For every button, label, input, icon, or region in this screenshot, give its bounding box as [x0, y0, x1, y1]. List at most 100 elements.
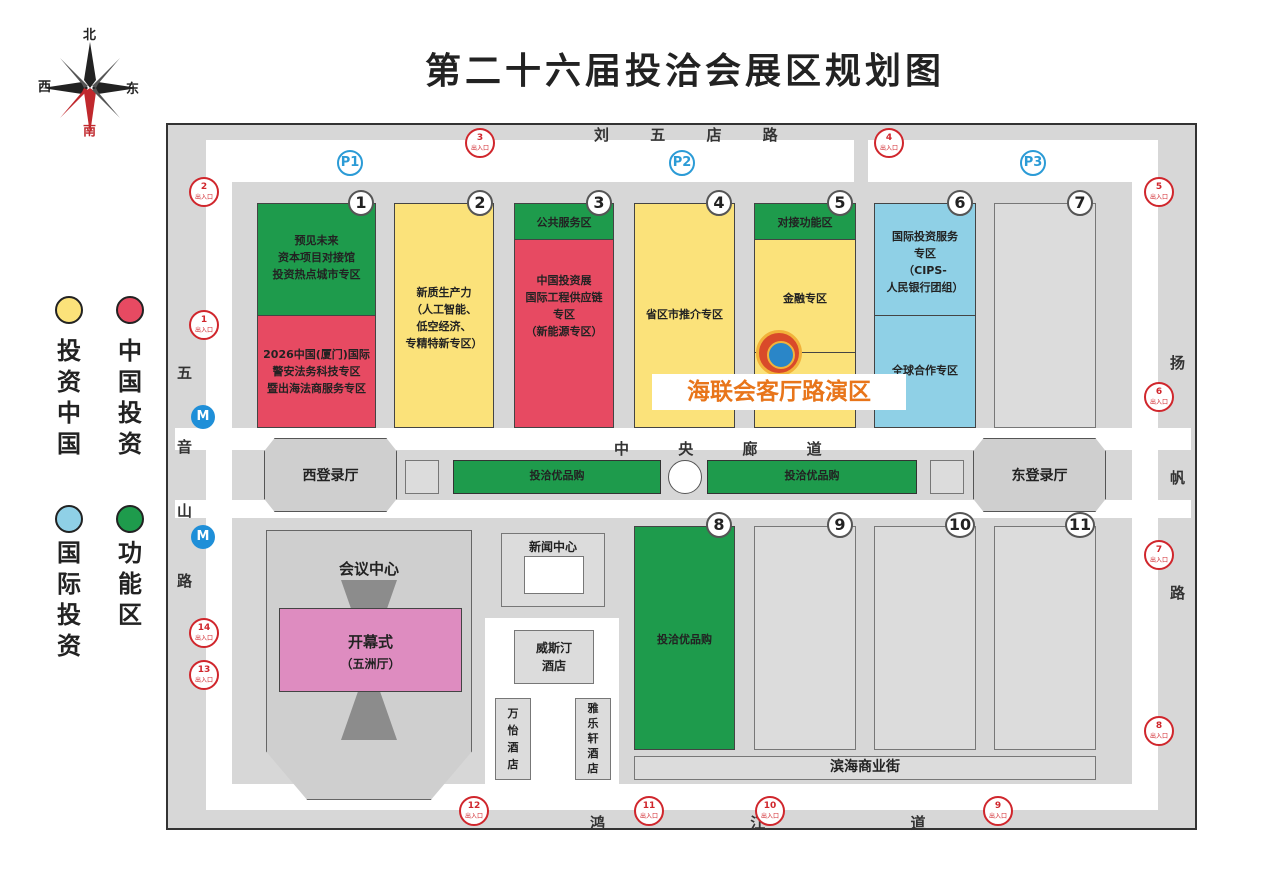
- hall-3-number: 3: [586, 190, 612, 216]
- west-registration-hall[interactable]: 西登录厅: [264, 438, 397, 512]
- hall-8[interactable]: 投洽优品购: [634, 526, 735, 750]
- hall-10[interactable]: [874, 526, 976, 750]
- westin-hotel[interactable]: 威斯汀 酒店: [514, 630, 594, 684]
- hall-1-top-zone: 预见未来 资本项目对接馆 投资热点城市专区: [258, 204, 375, 316]
- parking-p2[interactable]: P2: [669, 150, 695, 176]
- road-label-east-3: 路: [1170, 584, 1186, 602]
- binhai-commercial-street[interactable]: 滨海商业街: [634, 756, 1096, 780]
- hall-9-number: 9: [827, 512, 853, 538]
- corridor-center-circle: [668, 460, 702, 494]
- hall-5-middle-label: 金融专区: [783, 292, 827, 305]
- hall-5-top-label: 对接功能区: [777, 216, 833, 229]
- conference-center-label: 会议中心: [338, 560, 399, 578]
- compass-rose-icon: [42, 42, 138, 134]
- hall-2-label: 新质生产力 （人工智能、 低空经济、 专精特新专区）: [405, 286, 483, 350]
- legend-swatch-yellow: [55, 296, 83, 324]
- road-label-west-4: 路: [177, 572, 193, 590]
- road-west-band: [206, 140, 232, 810]
- aloft-hotel[interactable]: 雅 乐 轩 酒 店: [575, 698, 611, 780]
- hall-1-number: 1: [348, 190, 374, 216]
- hall-6-bottom-label: 全球合作专区: [892, 364, 958, 377]
- hall-10-number: 10: [945, 512, 975, 538]
- road-label-west-2: 音: [177, 438, 193, 456]
- compass-north: 北: [83, 28, 97, 43]
- legend-label-china-invest: 中国投资: [118, 337, 142, 458]
- legend-swatch-green: [116, 505, 144, 533]
- news-center-label: 新闻中心: [528, 540, 577, 554]
- corridor-block-east: [930, 460, 964, 494]
- hall-6-number: 6: [947, 190, 973, 216]
- compass: 北 西 东 南: [30, 28, 160, 140]
- opening-ceremony-label: 开幕式: [347, 633, 393, 651]
- hall-8-number: 8: [706, 512, 732, 538]
- road-label-south: 鸿 江 道: [590, 814, 996, 832]
- hall-8-label: 投洽优品购: [657, 633, 712, 646]
- corridor-shop-east[interactable]: 投洽优品购: [707, 460, 917, 494]
- hall-11[interactable]: [994, 526, 1096, 750]
- central-corridor-band: [175, 428, 1191, 450]
- hall-6-top-zone: 国际投资服务 专区 （CIPS- 人民银行团组）: [875, 204, 975, 316]
- news-center[interactable]: 新闻中心: [501, 533, 605, 607]
- corridor-label: 中 央 廊 道: [614, 440, 844, 458]
- hall-1-bottom-label: 2026中国(厦门)国际 警安法务科技专区 暨出海法商服务专区: [263, 348, 370, 395]
- road-label-east-1: 扬: [1170, 354, 1186, 372]
- roadshow-area-label[interactable]: 海联会客厅路演区: [652, 374, 906, 410]
- metro-icon: M: [191, 405, 215, 429]
- courtyard-hotel[interactable]: 万 怡 酒 店: [495, 698, 531, 780]
- hall-7-number: 7: [1067, 190, 1093, 216]
- hall-5-number: 5: [827, 190, 853, 216]
- road-label-north: 刘 五 店 路: [594, 126, 796, 144]
- metro-icon: M: [191, 525, 215, 549]
- road-label-west-3: 山: [177, 502, 193, 520]
- east-registration-hall[interactable]: 东登录厅: [973, 438, 1106, 512]
- opening-ceremony-hall[interactable]: 开幕式 （五洲厅）: [279, 608, 462, 692]
- road-east-band: [1132, 140, 1158, 810]
- parking-p1[interactable]: P1: [337, 150, 363, 176]
- legend-swatch-blue: [55, 505, 83, 533]
- road-north-band-east: [868, 140, 1158, 182]
- logo-emblem: [756, 330, 802, 376]
- hall-1[interactable]: 预见未来 资本项目对接馆 投资热点城市专区 2026中国(厦门)国际 警安法务科…: [257, 203, 376, 428]
- south-crossroad-band: [175, 500, 1191, 518]
- opening-ceremony-sub: （五洲厅）: [340, 657, 401, 671]
- compass-south: 南: [83, 124, 97, 139]
- page-title: 第二十六届投洽会展区规划图: [424, 51, 945, 92]
- hall-3-top-label: 公共服务区: [536, 216, 592, 229]
- hall-2[interactable]: 新质生产力 （人工智能、 低空经济、 专精特新专区）: [394, 203, 494, 428]
- news-center-inner: [524, 556, 584, 594]
- hall-4-label: 省区市推介专区: [646, 308, 723, 321]
- legend-label-intl-invest: 国际投资: [57, 539, 81, 660]
- hall-7[interactable]: [994, 203, 1096, 428]
- road-label-west-1: 五: [177, 364, 193, 382]
- compass-west: 西: [38, 80, 52, 95]
- compass-east: 东: [126, 82, 140, 97]
- parking-p3[interactable]: P3: [1020, 150, 1046, 176]
- corridor-shop-west[interactable]: 投洽优品购: [453, 460, 661, 494]
- hall-9[interactable]: [754, 526, 856, 750]
- hall-1-top-label: 预见未来 资本项目对接馆 投资热点城市专区: [272, 234, 361, 281]
- hall-4-number: 4: [706, 190, 732, 216]
- hall-3[interactable]: 公共服务区 中国投资展 国际工程供应链 专区 （新能源专区）: [514, 203, 614, 428]
- hall-11-number: 11: [1065, 512, 1095, 538]
- legend-label-function-area: 功能区: [118, 539, 142, 629]
- road-north-band: [206, 140, 854, 182]
- legend-swatch-red: [116, 296, 144, 324]
- hall-6-top-label: 国际投资服务 专区 （CIPS- 人民银行团组）: [886, 230, 964, 294]
- hall-3-bottom-label: 中国投资展 国际工程供应链 专区 （新能源专区）: [525, 274, 603, 338]
- corridor-block-west: [405, 460, 439, 494]
- road-label-east-2: 帆: [1170, 469, 1186, 487]
